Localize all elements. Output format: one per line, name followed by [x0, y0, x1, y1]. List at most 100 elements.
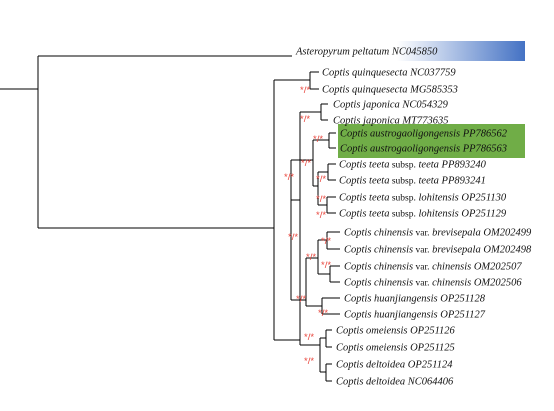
taxon-name: Coptis teeta: [339, 193, 389, 204]
support-values: */* */* */* */* */* */* */* */* */* */* …: [284, 85, 331, 367]
taxon-rank: subsp.: [389, 210, 415, 220]
taxon-accession: NC045850: [389, 47, 438, 58]
taxon-accession: NC064406: [405, 377, 454, 388]
taxon-label-t15: Coptis huanjiangensis OP251128: [344, 294, 486, 305]
taxon-label-t10: Coptis teeta subsp. lohitensis OP251129: [339, 209, 507, 220]
taxon-infra-epithet: brevisepala: [430, 245, 481, 256]
taxon-name: Coptis teeta: [339, 209, 389, 220]
taxon-name: Coptis japonica: [333, 100, 400, 111]
taxon-infra-epithet: lohitensis: [416, 209, 459, 220]
taxon-accession: OP251124: [405, 360, 453, 371]
support-value: */*: [321, 260, 331, 271]
support-value: */*: [318, 308, 328, 319]
taxon-accession: NC054329: [400, 100, 449, 111]
taxon-infra-epithet: teeta: [416, 160, 439, 171]
support-value: */*: [296, 294, 306, 305]
taxon-name: Coptis chinensis: [344, 228, 413, 239]
taxon-accession: OP251127: [438, 310, 486, 321]
tree-branches: [0, 55, 340, 382]
taxon-name: Coptis deltoidea: [336, 377, 405, 388]
taxon-accession: PP786562: [460, 129, 508, 140]
taxon-rank: var.: [413, 279, 429, 289]
taxon-name: Coptis teeta: [339, 176, 389, 187]
taxon-label-t8: Coptis teeta subsp. teeta PP893241: [339, 176, 486, 187]
support-value: */*: [288, 232, 298, 243]
outgroup-highlight: [292, 41, 525, 61]
support-value: */*: [313, 134, 323, 145]
taxon-rank: var.: [413, 229, 429, 239]
taxon-infra-epithet: brevisepala: [430, 228, 481, 239]
support-value: */*: [316, 174, 326, 185]
taxon-accession: PP786563: [460, 144, 507, 155]
taxon-label-t1: Coptis quinquesecta NC037759: [322, 68, 456, 79]
taxon-label-t14: Coptis chinensis var. chinensis OM202506: [344, 278, 522, 289]
taxon-name: Coptis quinquesecta: [322, 68, 407, 79]
taxon-accession: OM202506: [471, 278, 522, 289]
taxon-name: Coptis austrogaoligongensis: [340, 129, 460, 140]
taxon-rank: var.: [413, 246, 429, 256]
taxon-rank: var.: [413, 263, 429, 273]
taxon-label-t19: Coptis deltoidea OP251124: [336, 360, 453, 371]
taxon-label-t4: Coptis japonica MT773635: [333, 116, 449, 127]
taxon-name: Coptis austrogaoligongensis: [340, 144, 460, 155]
taxon-accession: MG585353: [407, 85, 457, 96]
support-value: */*: [300, 114, 310, 125]
taxon-accession: OM202499: [481, 228, 532, 239]
taxon-name: Asteropyrum peltatum: [295, 47, 390, 58]
taxon-name: Coptis chinensis: [344, 262, 413, 273]
taxon-label-t3: Coptis japonica NC054329: [333, 100, 449, 111]
taxon-label-t13: Coptis chinensis var. chinensis OM202507: [344, 262, 522, 273]
taxon-label-t9: Coptis teeta subsp. lohitensis OP251130: [339, 193, 507, 204]
support-value: */*: [300, 85, 310, 96]
taxon-rank: subsp.: [389, 177, 415, 187]
taxon-accession: OP251128: [438, 294, 486, 305]
taxon-label-t6: Coptis austrogaoligongensis PP786563: [340, 144, 507, 155]
taxon-label-t7: Coptis teeta subsp. teeta PP893240: [339, 160, 487, 171]
taxon-rank: subsp.: [389, 161, 415, 171]
taxon-name: Coptis quinquesecta: [322, 85, 407, 96]
taxon-infra-epithet: lohitensis: [416, 193, 459, 204]
taxon-name: Coptis chinensis: [344, 278, 413, 289]
taxon-rank: subsp.: [389, 194, 415, 204]
taxon-accession: OP251126: [407, 326, 455, 337]
taxon-label-t20: Coptis deltoidea NC064406: [336, 377, 454, 388]
taxon-name: Coptis deltoidea: [336, 360, 405, 371]
taxon-accession: OP251125: [407, 343, 454, 354]
taxon-label-t12: Coptis chinensis var. brevisepala OM2024…: [344, 245, 532, 256]
taxon-label-t0: Asteropyrum peltatum NC045850: [295, 47, 438, 58]
taxon-accession: OM202498: [481, 245, 532, 256]
taxon-accession: OP251129: [459, 209, 507, 220]
taxon-label-t18: Coptis omeiensis OP251125: [336, 343, 455, 354]
support-value: */*: [316, 194, 326, 205]
new-species-highlight: [338, 124, 525, 158]
taxon-name: Coptis japonica: [333, 116, 400, 127]
taxon-name: Coptis chinensis: [344, 245, 413, 256]
support-value: */*: [321, 236, 331, 247]
support-value: */*: [304, 356, 314, 367]
taxon-accession: OM202507: [471, 262, 522, 273]
taxon-name: Coptis teeta: [339, 160, 389, 171]
taxon-name: Coptis omeiensis: [336, 343, 407, 354]
taxon-name: Coptis omeiensis: [336, 326, 407, 337]
taxon-name: Coptis huanjiangensis: [344, 294, 438, 305]
taxon-label-t16: Coptis huanjiangensis OP251127: [344, 310, 486, 321]
taxon-accession: OP251130: [459, 193, 507, 204]
taxon-label-t17: Coptis omeiensis OP251126: [336, 326, 456, 337]
support-value: */*: [306, 252, 316, 263]
taxon-label-t2: Coptis quinquesecta MG585353: [322, 85, 458, 96]
taxon-accession: PP893241: [439, 176, 486, 187]
support-value: */*: [304, 332, 314, 343]
support-value: */*: [301, 158, 311, 169]
support-value: */*: [284, 172, 294, 183]
taxon-accession: NC037759: [407, 68, 456, 79]
taxon-name: Coptis huanjiangensis: [344, 310, 438, 321]
taxon-accession: PP893240: [439, 160, 487, 171]
taxon-label-t11: Coptis chinensis var. brevisepala OM2024…: [344, 228, 532, 239]
taxon-label-t5: Coptis austrogaoligongensis PP786562: [340, 129, 508, 140]
support-value: */*: [316, 210, 326, 221]
taxon-infra-epithet: chinensis: [430, 278, 472, 289]
taxon-infra-epithet: chinensis: [430, 262, 472, 273]
taxon-accession: MT773635: [400, 116, 449, 127]
